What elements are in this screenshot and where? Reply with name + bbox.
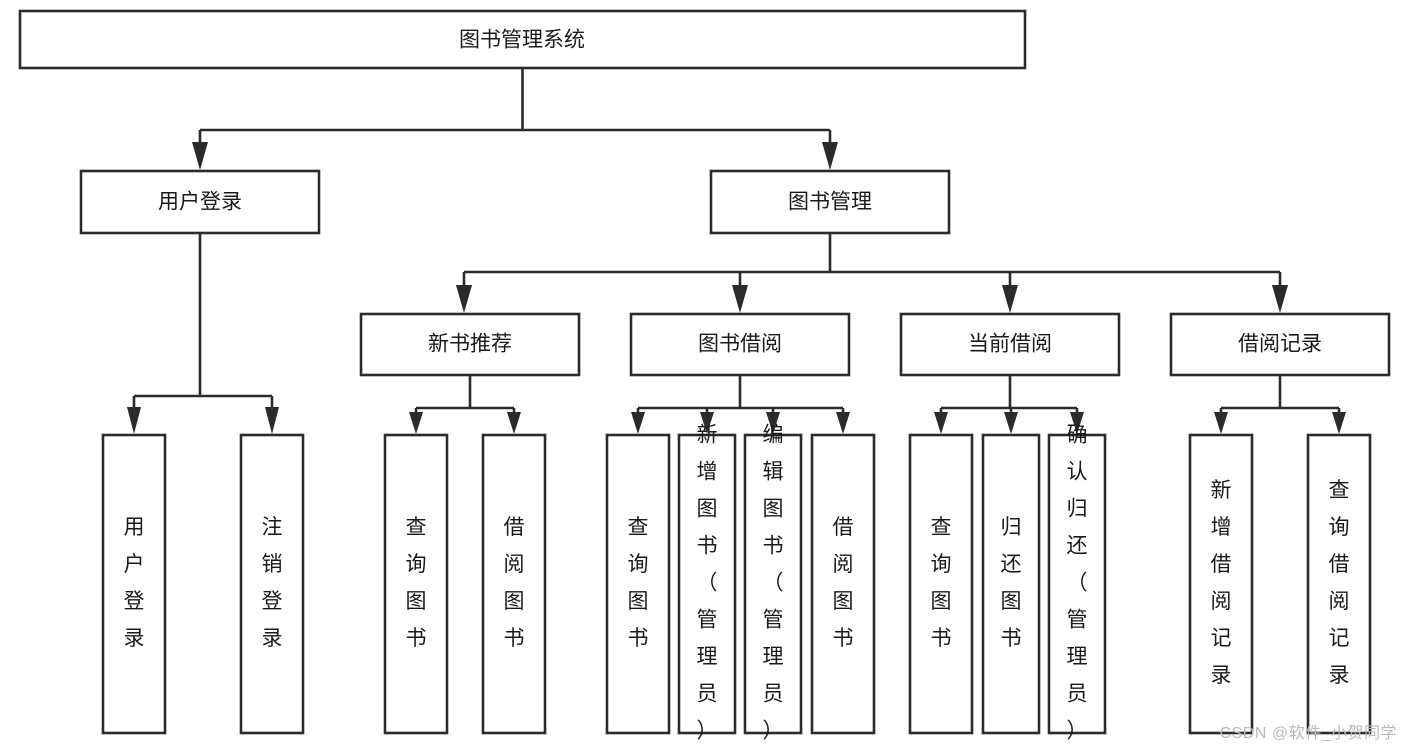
- leaf-node-query-record[interactable]: 查询借阅记录: [1306, 433, 1372, 735]
- node-book-borrow-box[interactable]: [629, 312, 851, 377]
- leaf-add-book-label: 新增图书（管理员）: [697, 424, 718, 743]
- leaf-return-book-label: 归还图书: [1001, 516, 1022, 650]
- leaf-query-book-1-box[interactable]: [383, 433, 449, 735]
- leaf-user-logout-box[interactable]: [239, 433, 305, 735]
- leaf-node-add-book[interactable]: 新增图书（管理员）: [677, 424, 737, 743]
- arrow-head-icon: [1070, 412, 1084, 434]
- arrow-head-icon: [1004, 412, 1018, 434]
- node-book-manage[interactable]: 图书管理: [709, 169, 951, 235]
- arrow-head-icon: [456, 285, 472, 313]
- node-user-login-label: 用户登录: [158, 191, 242, 214]
- leaf-edit-book-box[interactable]: [743, 433, 803, 735]
- node-book-borrow-label: 图书借阅: [698, 333, 782, 356]
- leaf-node-borrow-book-2[interactable]: 借阅图书: [810, 433, 876, 735]
- leaf-edit-book-label: 编辑图书（管理员）: [763, 424, 784, 743]
- leaf-node-edit-book[interactable]: 编辑图书（管理员）: [743, 424, 803, 743]
- leaf-node-query-book-1[interactable]: 查询图书: [383, 433, 449, 735]
- node-current-borrow[interactable]: 当前借阅: [899, 312, 1121, 377]
- arrow-head-icon: [1002, 285, 1018, 313]
- leaf-add-book-box[interactable]: [677, 433, 737, 735]
- node-new-book-recommend-box[interactable]: [359, 312, 581, 377]
- arrow-head-icon: [1272, 285, 1288, 313]
- leaf-borrow-book-1-box[interactable]: [481, 433, 547, 735]
- leaf-borrow-book-1-label: 借阅图书: [504, 516, 525, 650]
- leaf-query-book-3-box[interactable]: [908, 433, 974, 735]
- node-borrow-record-box[interactable]: [1169, 312, 1391, 377]
- connector-bookborrow-to-leaves: [631, 375, 850, 434]
- leaf-query-record-label: 查询借阅记录: [1329, 479, 1350, 687]
- arrow-head-icon: [127, 407, 141, 434]
- csdn-watermark: CSDN @软件_小贺同学: [1219, 725, 1397, 742]
- leaf-user-login-label: 用户登录: [124, 516, 145, 650]
- leaf-borrow-book-2-label: 借阅图书: [833, 516, 854, 650]
- arrow-head-icon: [631, 412, 645, 434]
- leaf-node-query-book-3[interactable]: 查询图书: [908, 433, 974, 735]
- node-new-book-recommend[interactable]: 新书推荐: [359, 312, 581, 377]
- leaf-node-return-book[interactable]: 归还图书: [981, 433, 1041, 735]
- leaf-node-user-login[interactable]: 用户登录: [101, 433, 167, 735]
- arrow-head-icon: [1214, 412, 1228, 434]
- leaf-query-book-1-label: 查询图书: [406, 516, 427, 650]
- arrow-head-icon: [1332, 412, 1346, 434]
- leaf-query-book-2-label: 查询图书: [628, 516, 649, 650]
- node-book-manage-label: 图书管理: [788, 191, 872, 214]
- leaf-user-login-box[interactable]: [101, 433, 167, 735]
- node-user-login-box[interactable]: [79, 169, 321, 235]
- arrow-head-icon: [409, 412, 423, 434]
- leaf-node-confirm-return[interactable]: 确认归还（管理员）: [1047, 424, 1107, 743]
- connector-newbook-to-leaves: [409, 375, 521, 434]
- node-borrow-record[interactable]: 借阅记录: [1169, 312, 1391, 377]
- leaf-user-logout-label: 注销登录: [262, 516, 283, 650]
- node-new-book-recommend-label: 新书推荐: [428, 333, 512, 356]
- node-borrow-record-label: 借阅记录: [1238, 333, 1322, 356]
- leaf-node-user-logout[interactable]: 注销登录: [239, 433, 305, 735]
- arrow-head-icon: [192, 142, 208, 170]
- arrow-head-icon: [934, 412, 948, 434]
- leaf-borrow-book-2-box[interactable]: [810, 433, 876, 735]
- node-root-system[interactable]: 图书管理系统: [18, 9, 1027, 70]
- arrow-head-icon: [822, 142, 838, 170]
- arrow-head-icon: [507, 412, 521, 434]
- node-current-borrow-label: 当前借阅: [968, 333, 1052, 356]
- arrow-head-icon: [836, 412, 850, 434]
- connector-userlogin-to-leaves: [127, 233, 279, 434]
- leaf-confirm-return-label: 确认归还（管理员）: [1067, 424, 1088, 743]
- leaf-query-record-box[interactable]: [1306, 433, 1372, 735]
- leaf-node-add-record[interactable]: 新增借阅记录: [1188, 433, 1254, 735]
- leaf-return-book-box[interactable]: [981, 433, 1041, 735]
- connector-currentborrow-to-leaves: [934, 375, 1084, 434]
- arrow-head-icon: [265, 407, 279, 434]
- connector-root-to-level2: [192, 68, 838, 170]
- connector-borrowrecord-to-leaves: [1214, 375, 1346, 434]
- connector-bookmanage-to-level3: [456, 233, 1288, 313]
- node-current-borrow-box[interactable]: [899, 312, 1121, 377]
- leaf-query-book-2-box[interactable]: [605, 433, 671, 735]
- node-book-manage-box[interactable]: [709, 169, 951, 235]
- leaf-add-record-label: 新增借阅记录: [1211, 479, 1232, 687]
- leaf-node-borrow-book-1[interactable]: 借阅图书: [481, 433, 547, 735]
- node-root-label: 图书管理系统: [459, 29, 585, 52]
- leaf-query-book-3-label: 查询图书: [931, 516, 952, 650]
- node-user-login[interactable]: 用户登录: [79, 169, 321, 235]
- leaf-add-record-box[interactable]: [1188, 433, 1254, 735]
- node-root-box[interactable]: [18, 9, 1027, 70]
- arrow-head-icon: [732, 285, 748, 313]
- arrow-head-icon: [700, 412, 714, 434]
- arrow-head-icon: [766, 412, 780, 434]
- leaf-node-query-book-2[interactable]: 查询图书: [605, 433, 671, 735]
- leaf-confirm-return-box[interactable]: [1047, 433, 1107, 735]
- node-book-borrow[interactable]: 图书借阅: [629, 312, 851, 377]
